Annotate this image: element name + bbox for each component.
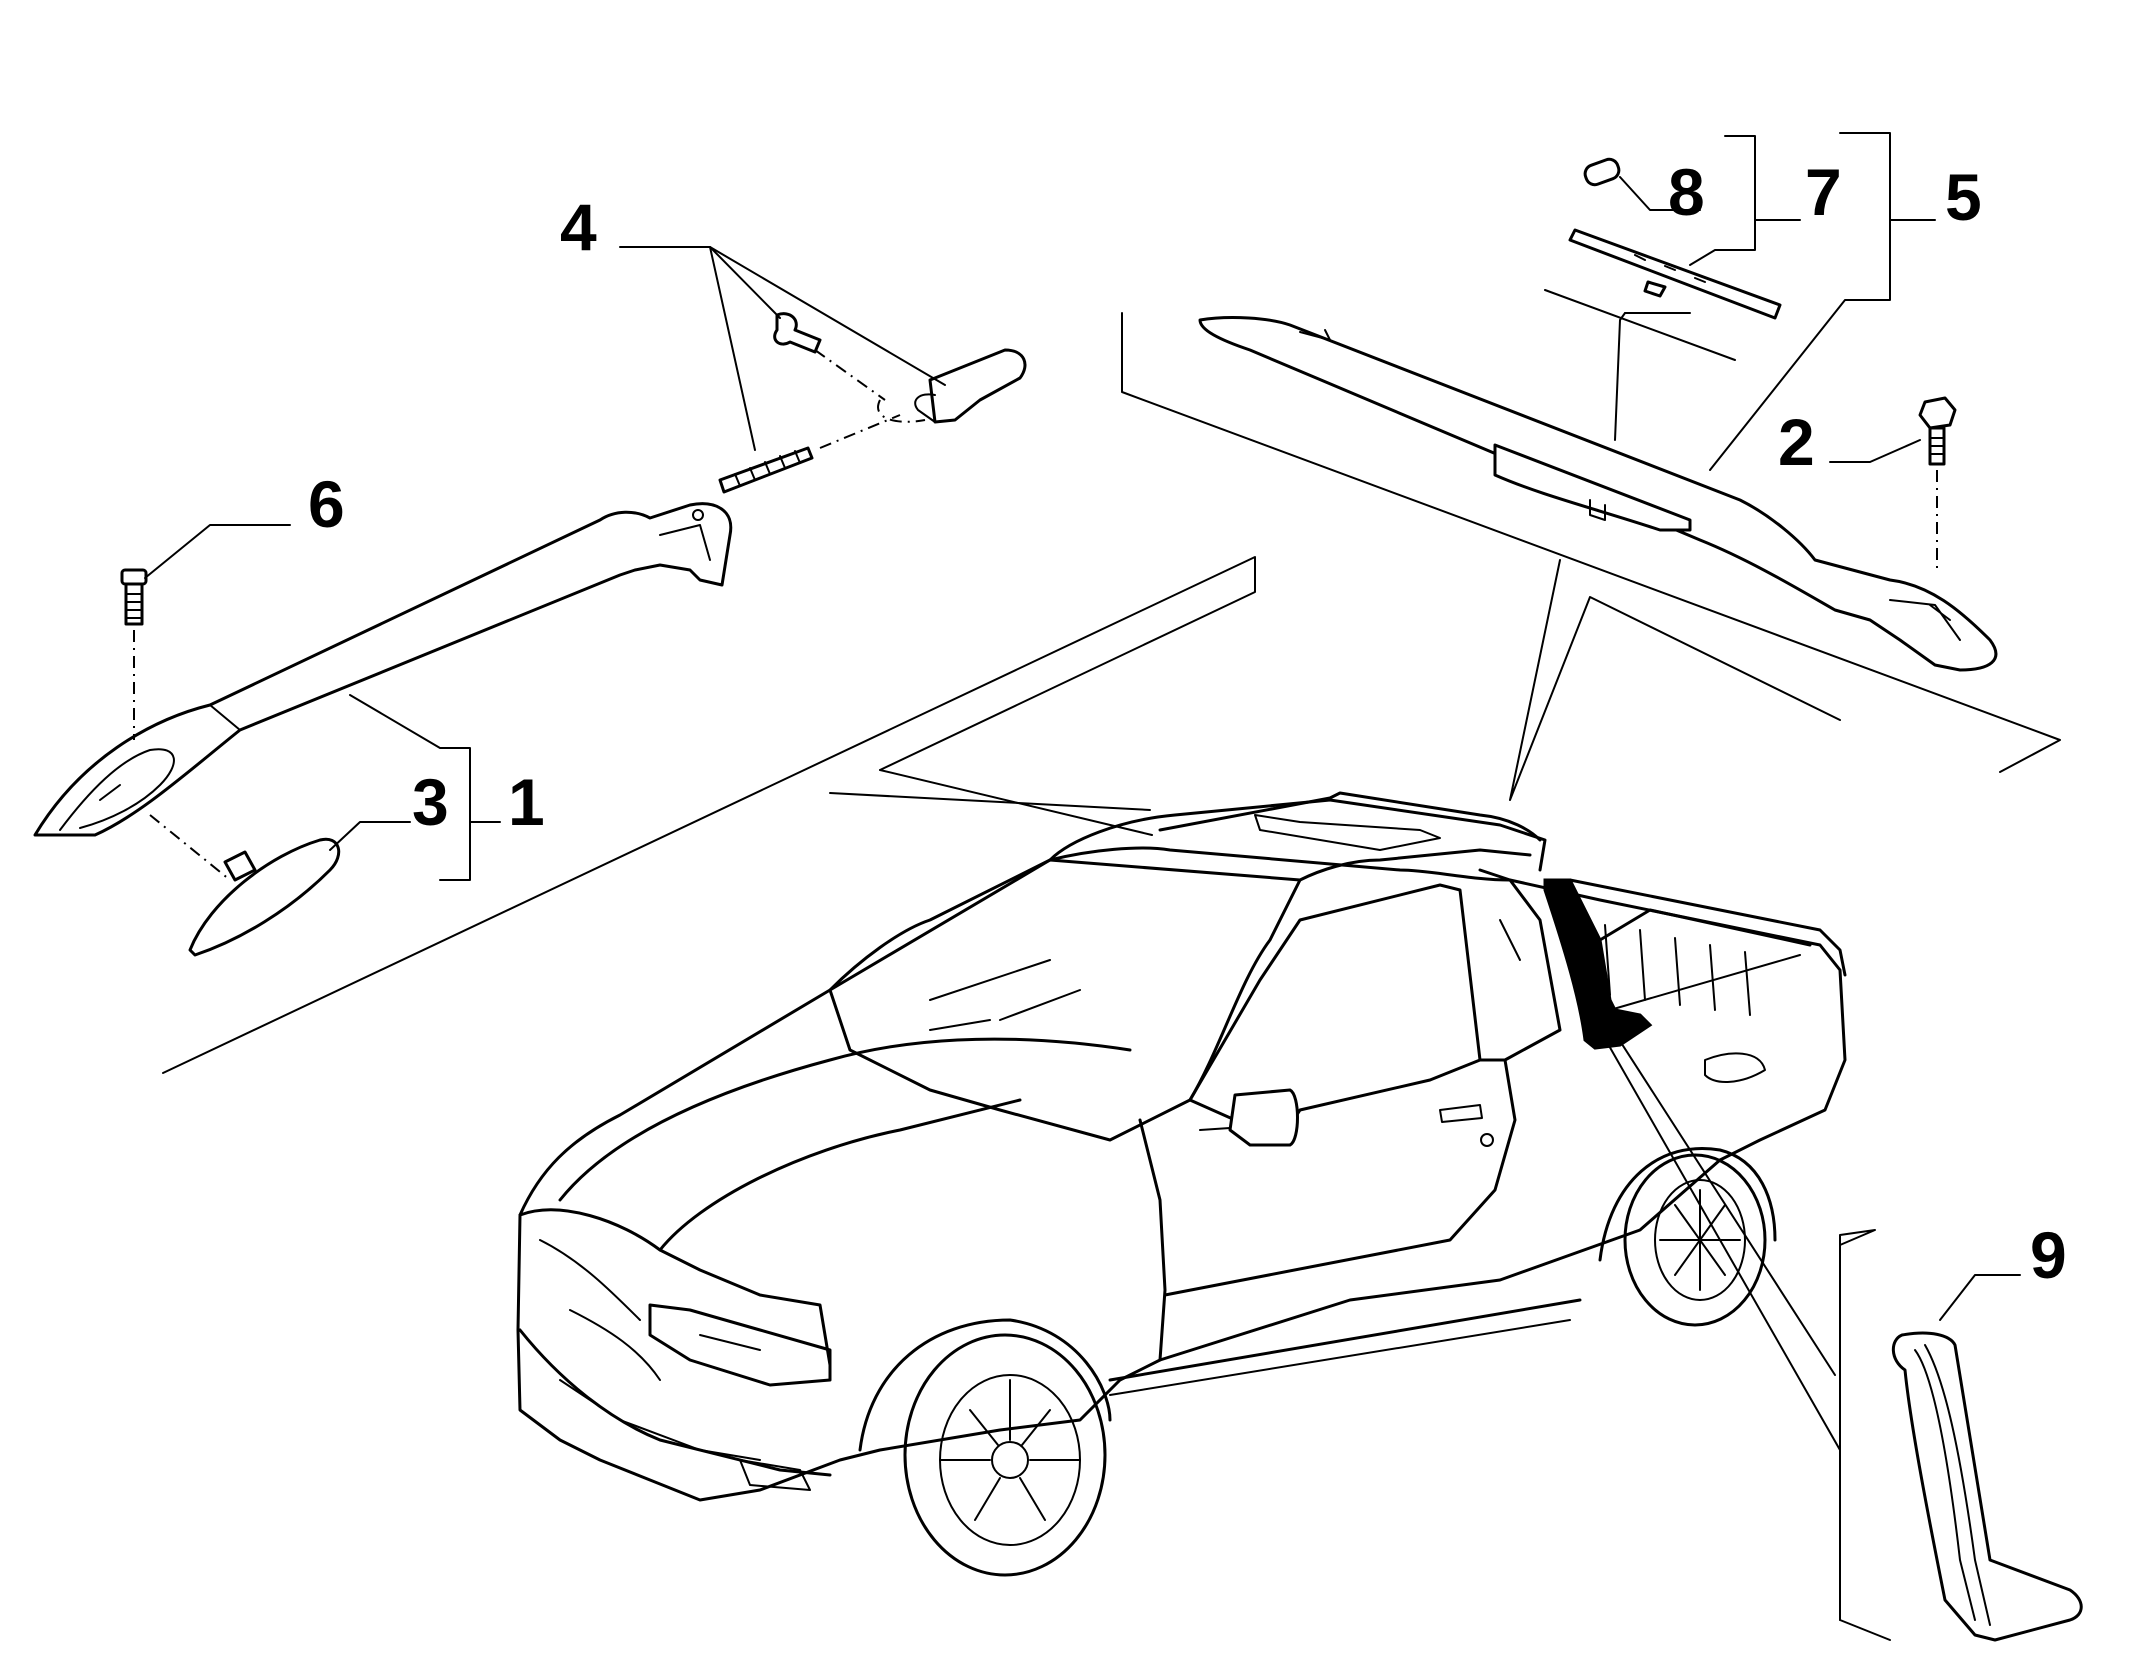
exploded-view-guide-lines: [162, 289, 2061, 1641]
screw-2: [1918, 396, 1957, 570]
callout-8: 8: [1668, 155, 1705, 229]
callout-6: 6: [308, 467, 345, 541]
callout-7: 7: [1805, 155, 1842, 229]
callout-1: 1: [508, 765, 545, 839]
pillar-trim-9: [1891, 1331, 2083, 1642]
cover-plate-7: [1568, 228, 1782, 320]
callout-5: 5: [1945, 160, 1982, 234]
callout-2: 2: [1778, 405, 1815, 479]
right-roof-rail: [1198, 316, 1998, 672]
screw-6: [120, 568, 231, 881]
callout-labels: 1 2 3 4 5 6 7 8 9: [308, 155, 2067, 1292]
end-cap: [188, 837, 341, 957]
callout-leader-lines: [144, 132, 2021, 1321]
pickup-vehicle-illustration: [516, 791, 1847, 1577]
callout-3: 3: [412, 765, 449, 839]
callout-4: 4: [560, 190, 597, 264]
mounting-kit-4: [718, 312, 1027, 494]
plug-8: [1583, 157, 1621, 187]
left-roof-rail: [33, 502, 733, 837]
callout-9: 9: [2030, 1218, 2067, 1292]
